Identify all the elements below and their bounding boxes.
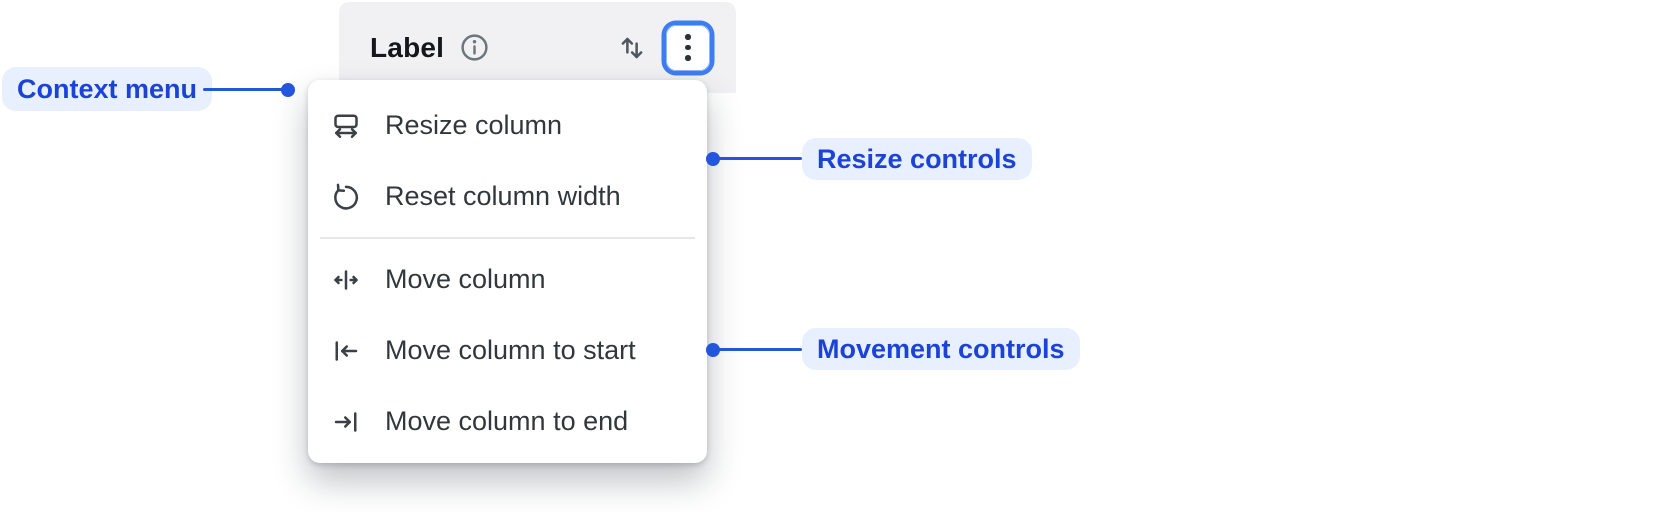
column-info-button[interactable] xyxy=(459,32,490,63)
menu-item-move-column-to-end[interactable]: Move column to end xyxy=(308,386,707,457)
menu-item-label: Resize column xyxy=(385,110,563,140)
resize-column-icon xyxy=(330,110,362,142)
info-icon xyxy=(459,32,490,63)
menu-item-label: Move column xyxy=(385,264,546,294)
column-sort-button[interactable] xyxy=(617,33,647,63)
annotation-label: Resize controls xyxy=(817,143,1017,174)
menu-item-label: Reset column width xyxy=(385,181,621,211)
annotation-connector-line xyxy=(714,348,802,351)
move-column-to-start-icon xyxy=(330,335,362,367)
annotation-pill-resize-controls: Resize controls xyxy=(802,138,1032,180)
annotation-connector-dot xyxy=(706,152,720,166)
column-menu-button[interactable] xyxy=(666,24,710,71)
menu-item-label: Move column to end xyxy=(385,406,629,436)
menu-item-move-column-to-start[interactable]: Move column to start xyxy=(308,315,707,386)
menu-item-move-column[interactable]: Move column xyxy=(308,244,707,315)
menu-item-resize-column[interactable]: Resize column xyxy=(308,90,707,161)
kebab-menu-icon xyxy=(685,44,691,51)
annotation-connector-line xyxy=(714,157,802,160)
context-menu: Resize column Reset column width xyxy=(308,80,707,463)
menu-divider xyxy=(320,237,695,239)
annotation-label: Context menu xyxy=(17,73,198,104)
annotation-label: Movement controls xyxy=(817,333,1065,364)
move-column-icon xyxy=(330,264,362,296)
annotation-connector-dot xyxy=(706,343,720,357)
annotation-connector-line xyxy=(203,88,283,91)
kebab-menu-icon xyxy=(685,55,691,61)
annotation-connector-dot xyxy=(281,83,295,97)
reset-column-width-icon xyxy=(330,181,362,213)
move-column-to-end-icon xyxy=(330,406,362,438)
annotation-pill-movement-controls: Movement controls xyxy=(802,328,1080,370)
sort-icon xyxy=(617,33,647,63)
annotation-pill-context-menu: Context menu xyxy=(2,67,213,111)
column-header: Label xyxy=(339,2,736,93)
menu-item-reset-column-width[interactable]: Reset column width xyxy=(308,161,707,232)
kebab-menu-icon xyxy=(685,34,691,40)
menu-item-label: Move column to start xyxy=(385,335,636,365)
column-header-label: Label xyxy=(370,31,445,63)
